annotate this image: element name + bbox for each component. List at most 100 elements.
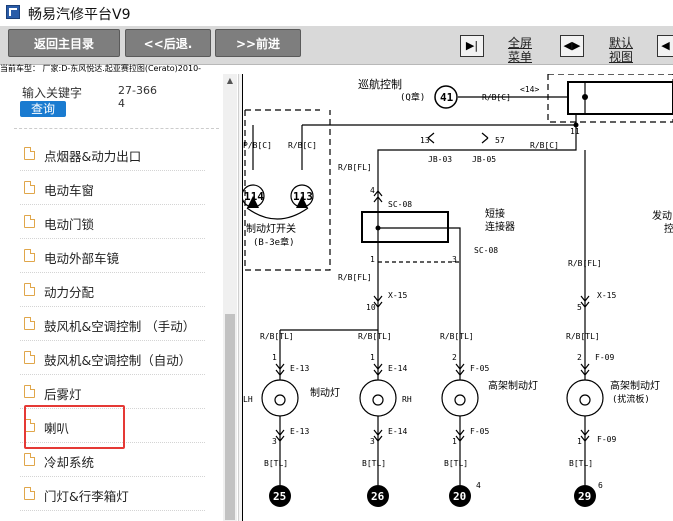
list-item[interactable]: 电动门锁	[20, 205, 205, 239]
selection-highlight	[24, 405, 125, 449]
engine-control-label: 控	[664, 222, 673, 235]
junction-label: JB-05	[472, 155, 496, 164]
list-item[interactable]: 点烟器&动力出口	[20, 137, 205, 171]
list-item[interactable]: 鼓风机&空调控制 （手动）	[20, 307, 205, 341]
wire-label: B[TL]	[444, 459, 468, 468]
list-item[interactable]: 电动外部车镜	[20, 239, 205, 273]
connector-label: E-13	[290, 427, 309, 436]
spoiler-label: (扰流板)	[612, 393, 650, 405]
fullscreen-icon[interactable]: ▶|	[460, 35, 484, 57]
short-connector-label: 短接	[485, 207, 505, 220]
high-brake-lamp-label: 高架制动灯	[610, 379, 660, 392]
vehicle-bar: 当前车型： 厂家:D-东风悦达.起亚赛拉图(Cerato)2010-	[0, 64, 673, 74]
connector-14-label: <14>	[520, 85, 539, 94]
connector-label: F-09	[597, 435, 616, 444]
connector-label: SC-08	[388, 200, 412, 209]
fullscreen-menu-link[interactable]: 全屏 菜单	[507, 36, 532, 64]
ground-26-label: 26	[371, 490, 385, 503]
connector-label: X-15	[597, 291, 616, 300]
wire-label: P/B[C]	[243, 141, 272, 150]
pin-label: 3	[272, 437, 277, 446]
sidebar-scrollbar[interactable]: ▲	[223, 74, 237, 521]
toolbar: 返回主目录 <<后退. >>前进 ▶| 全屏 菜单 ◀▶ 默认 视图 ◀	[0, 26, 673, 65]
document-icon	[24, 317, 35, 330]
document-icon	[24, 181, 35, 194]
pin-label: 3	[370, 437, 375, 446]
list-item[interactable]: 动力分配	[20, 273, 205, 307]
connector-label: F-05	[470, 364, 489, 373]
scroll-thumb[interactable]	[225, 314, 235, 520]
wire-label: B[TL]	[569, 459, 593, 468]
list-item[interactable]: 后雾灯	[20, 375, 205, 409]
scroll-up-icon[interactable]: ▲	[226, 76, 234, 85]
search-divider	[14, 128, 219, 129]
connector-label: E-14	[388, 427, 407, 436]
pin-label: 4	[370, 186, 375, 195]
lamp-side-label: RH	[402, 395, 412, 404]
ground-29-label: 29	[578, 490, 591, 503]
list-item[interactable]: 鼓风机&空调控制（自动）	[20, 341, 205, 375]
ground-20-note: 4	[476, 481, 481, 490]
forward-button[interactable]: >>前进	[215, 29, 301, 57]
wire-label: R/B[TL]	[358, 332, 392, 341]
cruise-control-label: 巡航控制	[358, 77, 402, 91]
brake-switch-ref-label: (B-3e章)	[253, 236, 295, 248]
list-item[interactable]: 冷却系统	[20, 443, 205, 477]
wiring-diagram: 巡航控制 (Q章) 41 R/B[C] <14> 11 P/B[C] R/B[C…	[242, 74, 673, 521]
document-icon	[24, 487, 35, 500]
wire-label: R/B[FL]	[338, 163, 372, 172]
junction-label: JB-03	[428, 155, 452, 164]
wiring-diagram-svg: 巡航控制 (Q章) 41 R/B[C] <14> 11 P/B[C] R/B[C…	[242, 74, 673, 521]
pin-label: 5	[577, 303, 582, 312]
connector-label: F-05	[470, 427, 489, 436]
connector-label: E-14	[388, 364, 407, 373]
brake-lamp-label: 制动灯	[310, 386, 340, 399]
wire-label: B[TL]	[362, 459, 386, 468]
pin-label: 11	[570, 127, 580, 136]
pin-label: 57	[495, 136, 505, 145]
brake-switch-label: 制动灯开关	[246, 222, 296, 235]
document-icon	[24, 249, 35, 262]
more-view-icon[interactable]: ◀	[657, 35, 673, 57]
pin-label: 1	[452, 437, 457, 446]
vehicle-label: 当前车型：	[0, 64, 40, 73]
document-icon	[24, 385, 35, 398]
wire-label: R/B[TL]	[260, 332, 294, 341]
list-item[interactable]: 电动车窗	[20, 171, 205, 205]
wire-label: R/B[TL]	[566, 332, 600, 341]
search-button[interactable]: 查询	[20, 101, 66, 117]
connector-label: E-13	[290, 364, 309, 373]
app-icon	[6, 5, 20, 19]
wire-label: R/B[FL]	[568, 259, 602, 268]
engine-control-label: 发动	[652, 209, 672, 222]
search-input[interactable]: 27-3664	[118, 84, 157, 110]
list-item[interactable]: 门灯&行李箱灯	[20, 477, 205, 511]
document-icon	[24, 453, 35, 466]
pin-label: 3	[452, 255, 457, 264]
lamp-side-label: LH	[243, 395, 253, 404]
vehicle-value: 厂家:D-东风悦达.起亚赛拉图(Cerato)2010-	[42, 64, 202, 73]
wire-label: R/B[FL]	[338, 273, 372, 282]
connector-41-label: 41	[440, 91, 454, 104]
connector-label: X-15	[388, 291, 407, 300]
pin-label: 1	[370, 353, 375, 362]
document-icon	[24, 215, 35, 228]
pin-label: 1	[577, 437, 582, 446]
document-icon	[24, 283, 35, 296]
document-icon	[24, 351, 35, 364]
default-view-link[interactable]: 默认 视图	[608, 36, 633, 64]
pin-label: 1	[370, 255, 375, 264]
ground-20-label: 20	[453, 490, 466, 503]
wire-label: R/B[TL]	[440, 332, 474, 341]
pane-splitter[interactable]	[238, 74, 242, 521]
default-view-icon[interactable]: ◀▶	[560, 35, 584, 57]
wire-label: R/B[C]	[482, 93, 511, 102]
list-item-horn[interactable]: 喇叭	[20, 409, 205, 443]
connector-114-label: 114	[244, 190, 264, 203]
back-button[interactable]: <<后退.	[125, 29, 211, 57]
title-bar: 畅易汽修平台V9	[0, 0, 673, 27]
sidebar: 输入关键字 27-3664 查询 点烟器&动力出口 电动车窗 电动门锁 电动外部…	[0, 74, 238, 521]
high-brake-lamp-label: 高架制动灯	[488, 379, 538, 392]
back-to-main-button[interactable]: 返回主目录	[8, 29, 120, 57]
ground-29-note: 6	[598, 481, 603, 490]
